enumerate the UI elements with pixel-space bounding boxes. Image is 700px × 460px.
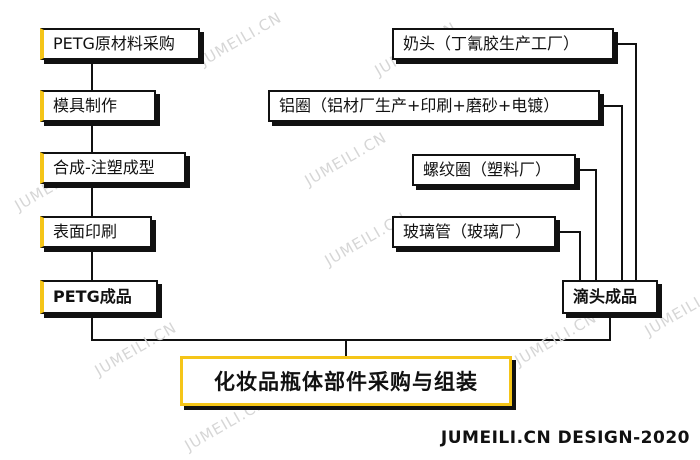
- step-petg-material-purchase: PETG原材料采购: [40, 28, 200, 60]
- part-aluminum-ring: 铝圈（铝材厂生产+印刷+磨砂+电镀）: [268, 90, 600, 122]
- dropper-product: 滴头成品: [562, 280, 658, 314]
- wire-glass-tube: [556, 231, 581, 280]
- petg-product: PETG成品: [40, 280, 158, 314]
- wire-thread-ring: [576, 169, 597, 280]
- wire-merge: [91, 316, 611, 341]
- step-mold-making: 模具制作: [40, 90, 156, 122]
- part-glass-tube: 玻璃管（玻璃厂）: [392, 216, 556, 248]
- part-nipple: 奶头（丁氰胶生产工厂）: [392, 28, 614, 60]
- step-surface-printing: 表面印刷: [40, 216, 152, 248]
- part-thread-ring: 螺纹圈（塑料厂）: [412, 154, 576, 186]
- credit-text: JUMEILI.CN DESIGN-2020: [440, 428, 690, 448]
- wire-aluminum-ring: [600, 105, 623, 280]
- step-injection-molding: 合成-注塑成型: [40, 152, 186, 184]
- wire-nipple: [614, 43, 637, 280]
- final-assembly: 化妆品瓶体部件采购与组装: [180, 356, 512, 406]
